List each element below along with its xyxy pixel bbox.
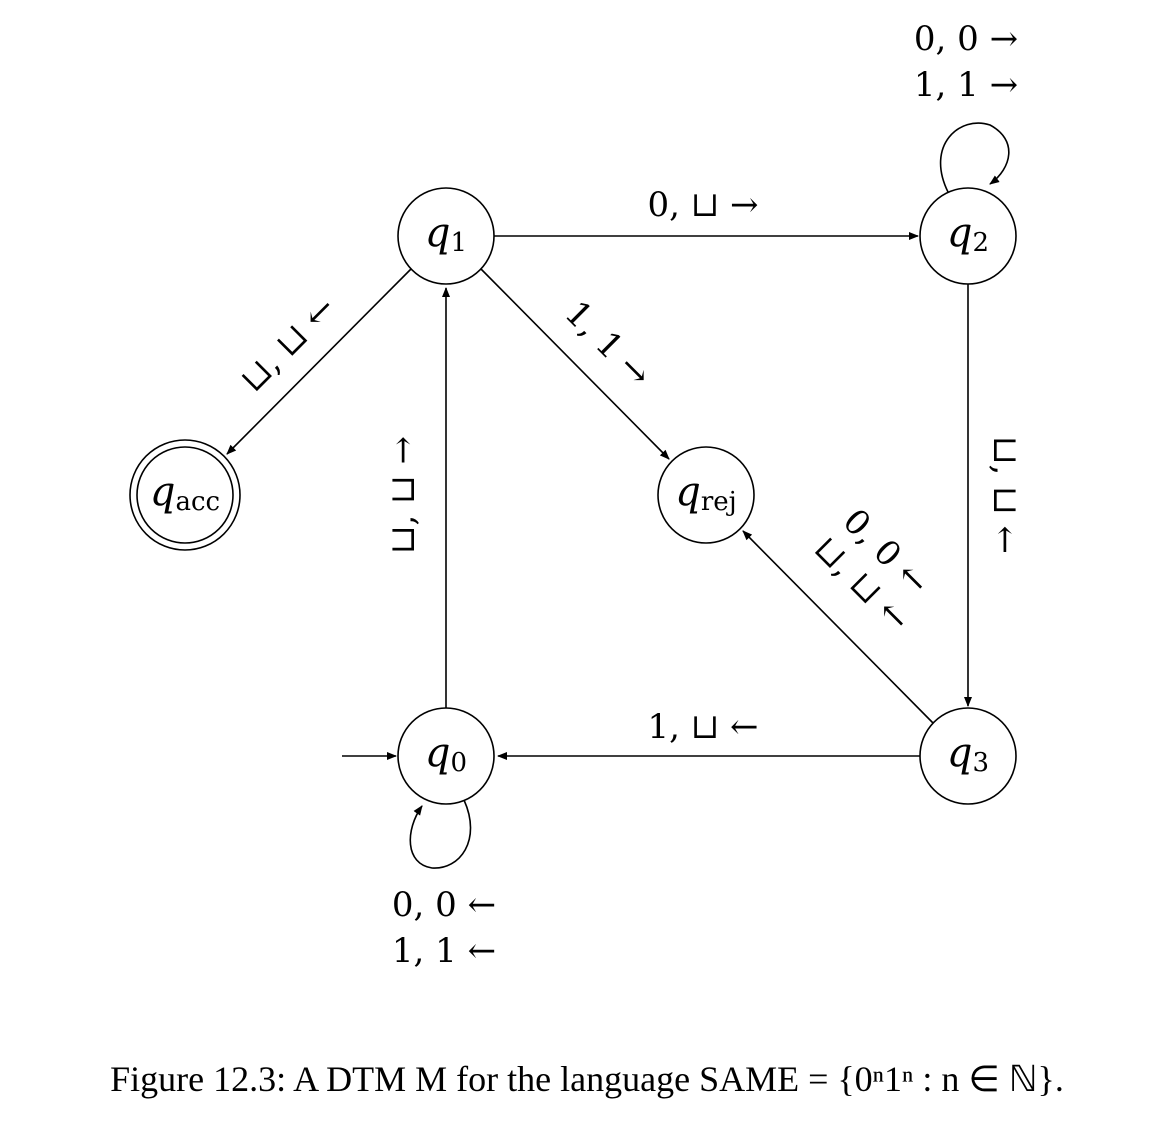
label-q2-loop-1: 0, 0 → [914, 19, 1018, 59]
loop-q2 [939, 122, 1010, 193]
svg-text:q0: q0 [425, 730, 467, 778]
state-q1-sub: 1 [451, 228, 468, 258]
loop-q0 [409, 799, 472, 869]
label-q1-q2: 0, ⊔ → [647, 185, 758, 225]
state-qacc: qacc [129, 439, 241, 551]
state-qrej-letter: q [675, 469, 701, 515]
label-q0-loop-1: 0, 0 ← [392, 885, 496, 925]
state-qacc-sub: acc [175, 487, 220, 517]
state-q2: q2 [919, 187, 1017, 285]
state-q3: q3 [919, 707, 1017, 805]
state-qrej-sub: rej [701, 487, 737, 517]
svg-text:q2: q2 [947, 210, 989, 258]
state-q2-letter: q [947, 210, 973, 256]
state-q3-sub: 3 [973, 748, 990, 778]
state-q0-sub: 0 [451, 748, 468, 778]
svg-text:q3: q3 [947, 730, 989, 778]
svg-text:qrej: qrej [675, 469, 737, 517]
label-q3-q0: 1, ⊔ ← [647, 707, 758, 747]
edge-q1-qacc [226, 268, 412, 455]
state-q1: q1 [397, 187, 495, 285]
state-qacc-letter: q [150, 469, 176, 515]
label-q1-qrej: 1, 1 → [557, 293, 659, 395]
state-q0: q0 [397, 707, 495, 805]
label-q1-qacc: ⊔, ⊔ ← [232, 288, 344, 400]
label-q2-q3: ⊔, ⊔ ← [985, 436, 1025, 554]
svg-text:qacc: qacc [150, 469, 220, 517]
label-q2-loop-2: 1, 1 → [914, 65, 1018, 105]
svg-text:q1: q1 [425, 210, 467, 258]
figure-caption: Figure 12.3: A DTM M for the language SA… [110, 1059, 1064, 1099]
label-q0-loop-2: 1, 1 ← [392, 931, 496, 971]
label-q0-q1: ⊔, ⊔ → [383, 436, 423, 554]
edge-q1-qrej [480, 268, 670, 460]
state-q1-letter: q [425, 210, 451, 256]
state-q0-letter: q [425, 730, 451, 776]
edge-q3-qrej [742, 530, 934, 724]
state-q3-letter: q [947, 730, 973, 776]
state-qrej: qrej [657, 446, 755, 544]
state-q2-sub: 2 [973, 228, 990, 258]
